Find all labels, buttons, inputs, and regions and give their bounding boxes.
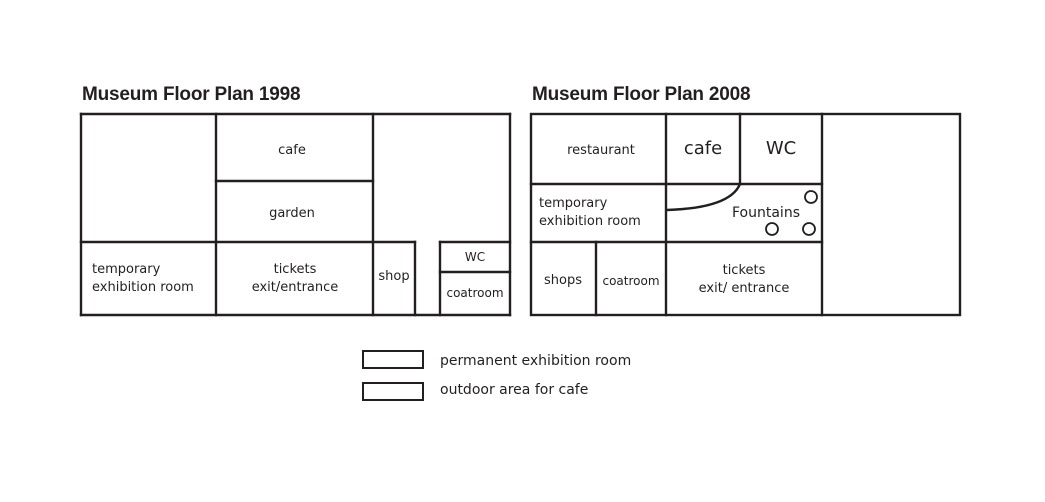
room-1998-cafe: cafe [278,143,306,158]
room-1998-shop: shop [378,269,410,284]
label-line-1: temporary [539,196,608,211]
legend-label-permanent-exhibition-room: permanent exhibition room [440,353,632,369]
label-line-2: exhibition room [92,280,194,295]
room-2008-cafe: cafe [683,138,723,159]
label-line-1: tickets [273,262,317,277]
room-2008-tickets: tickets exit/ entrance [699,262,790,298]
label-line-2: exit/entrance [251,280,339,295]
room-2008-temporary-exhibition-room: temporary exhibition room [539,195,641,231]
permanent-exhibition-room-swatch-icon [362,350,424,369]
room-2008-shops: shops [544,273,582,288]
room-1998-wc: WC [464,250,486,264]
plan-2008-title: Museum Floor Plan 2008 [532,84,751,105]
room-1998-garden: garden [269,206,315,221]
plan-1998-walls [79,112,512,317]
room-1998-tickets: tickets exit/entrance [252,261,339,297]
room-1998-coatroom: coatroom [446,286,504,300]
label-line-1: tickets [722,263,766,278]
label-line-1: temporary [92,262,161,277]
room-1998-temporary-exhibition-room: temporary exhibition room [92,261,194,297]
label-line-2: exhibition room [539,214,641,229]
fountain-icon [765,222,779,236]
room-2008-wc: WC [765,138,797,159]
plan-1998-title: Museum Floor Plan 1998 [82,84,301,105]
fountain-circles [765,190,818,236]
room-2008-restaurant: restaurant [567,143,635,158]
room-2008-fountains: Fountains [732,205,800,221]
room-2008-coatroom: coatroom [602,274,660,288]
plan-2008-walls [529,112,962,317]
fountain-icon [802,222,816,236]
outdoor-area-for-cafe-swatch-icon [362,382,424,401]
label-line-2: exit/ entrance [698,281,790,296]
fountain-icon [804,190,818,204]
legend-label-outdoor-area-for-cafe: outdoor area for cafe [440,382,589,398]
